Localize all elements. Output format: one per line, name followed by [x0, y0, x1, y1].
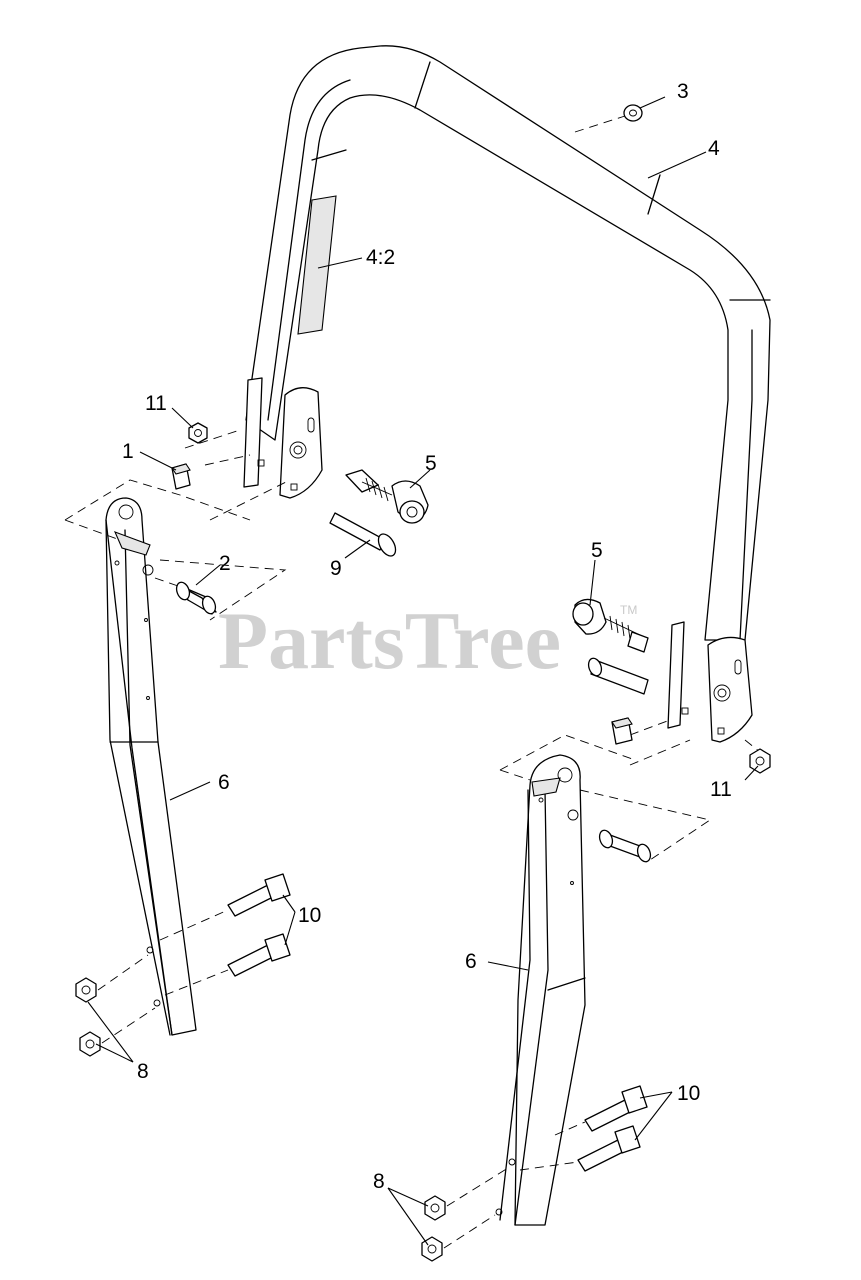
partstree-watermark: PartsTree TM: [218, 595, 637, 686]
nut-part-3: [574, 104, 643, 133]
bolts-part-10-right: [519, 1085, 648, 1172]
callout-8-left: 8: [137, 1060, 149, 1083]
callout-10-left: 10: [298, 904, 321, 927]
callout-6-left: 6: [218, 771, 230, 794]
callout-5-left: 5: [425, 452, 437, 475]
roll-bar-hoop: [243, 45, 771, 743]
decal-label: [297, 195, 337, 335]
left-lower-leg: [105, 497, 197, 1036]
watermark-trademark: TM: [620, 603, 637, 617]
callout-8-right: 8: [373, 1170, 385, 1193]
bumper-part-1-right: [611, 717, 633, 745]
nuts-part-8-left: [75, 954, 156, 1057]
callout-4: 4: [708, 137, 720, 160]
clevis-pin-part-9-right: [587, 657, 649, 695]
callout-5-right: 5: [591, 539, 603, 562]
callout-2: 2: [219, 552, 231, 575]
callout-11-right: 11: [710, 778, 732, 801]
callout-3: 3: [677, 80, 689, 103]
callout-6-right: 6: [465, 950, 477, 973]
clevis-pin-part-9-left: [329, 512, 397, 557]
nut-part-11-right: [749, 748, 771, 774]
bolts-part-10-left: [159, 873, 291, 996]
callout-4-2: 4:2: [366, 246, 395, 269]
latch-pin-part-5-left: [345, 469, 429, 524]
right-lower-leg: [495, 754, 586, 1226]
callout-9: 9: [330, 557, 342, 580]
watermark-text: PartsTree: [218, 595, 561, 686]
callout-1: 1: [122, 440, 134, 463]
spacer-part-2-left: [154, 577, 217, 615]
callout-labels: 3 4 4:2 11 1 5 2 9 5 6 11 10 6 8 10 8: [122, 80, 732, 1193]
bumper-part-1-left: [171, 463, 191, 490]
spacer-part-2-right: [598, 829, 652, 863]
leader-lines: [87, 96, 759, 1246]
callout-11-left: 11: [145, 392, 167, 415]
nuts-part-8-right: [421, 1167, 509, 1262]
callout-10-right: 10: [677, 1082, 700, 1105]
nut-part-11-left: [188, 422, 208, 444]
latch-pin-part-5-right: [572, 598, 649, 653]
